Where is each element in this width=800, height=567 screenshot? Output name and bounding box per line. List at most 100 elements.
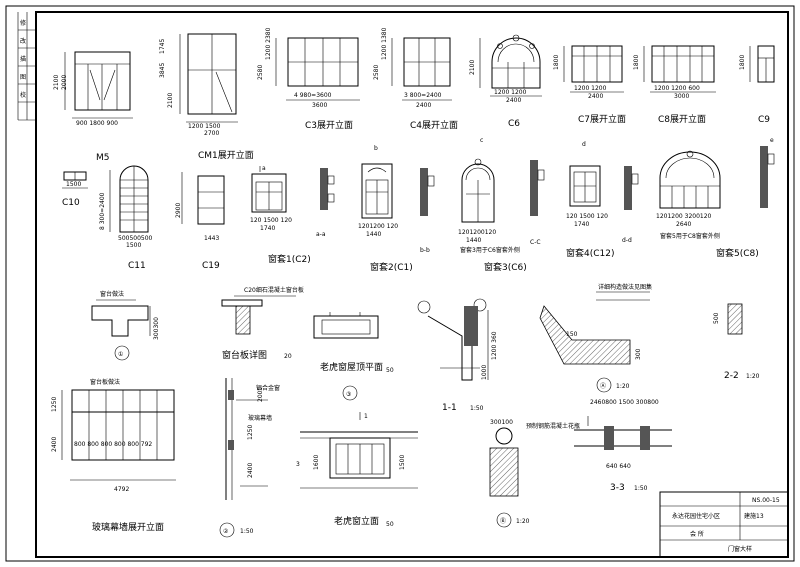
- d2-dim-h3: 2400: [247, 463, 254, 478]
- m5-dim-h1: 2100: [53, 75, 60, 90]
- c7-dim-h: 1800: [553, 55, 560, 70]
- tb-drawing-no: NS.00-15: [752, 497, 780, 504]
- margin-label-5: 校: [20, 91, 26, 99]
- c9-dim-h: 1800: [739, 55, 746, 70]
- c19-dim-w: 1443: [204, 235, 219, 242]
- wt1-label-a: a: [262, 165, 266, 172]
- tb-project: 永达花园住宅小区: [672, 512, 720, 520]
- wt2-dim-w: 1201200 120: [358, 223, 398, 230]
- s33-scale: 1:50: [634, 485, 648, 492]
- c11-dim-w: 500500500: [118, 235, 153, 242]
- c4-title: C4展开立面: [410, 119, 458, 131]
- wt2-title: 窗套2(C1): [370, 261, 413, 273]
- window-surround-4: d 120 1500 120 1740 d-d: [566, 141, 639, 244]
- cm1-dim-h: 3845: [159, 63, 166, 78]
- tb-sheet-index: 建施13: [744, 512, 764, 520]
- c19-elevation: 2900 1443: [175, 172, 225, 242]
- d1-dim-h: 300300: [153, 317, 160, 340]
- wt4-label-d: d: [582, 141, 586, 148]
- c4-dim-w1: 3 800=2400: [404, 92, 442, 99]
- cm1-dim-w1: 1200 1500: [188, 123, 221, 130]
- c8-elevation: 1800 1200 1200 600 3000: [633, 45, 716, 100]
- s11-dim-h2: 1000: [481, 365, 488, 380]
- wt5-dim-w: 1201200 3200120: [656, 213, 712, 220]
- sill-title: 窗台板详图: [222, 349, 267, 361]
- m5-dim-w: 900 1800 900: [76, 120, 118, 127]
- c8-dim-h: 1800: [633, 55, 640, 70]
- wt4-dim-w: 120 1500 120: [566, 213, 608, 220]
- c3-elevation: 1200 2380 2580 4 980=3600 3600: [257, 27, 360, 109]
- c7-dim-w: 1200 1200: [574, 85, 607, 92]
- c11-dim-w2: 1500: [126, 242, 141, 249]
- s33-dim-w2: 640 640: [606, 463, 631, 470]
- wt3-dim-w: 1201200120: [458, 229, 496, 236]
- c3-dim-hb: 2580: [257, 65, 264, 80]
- c3-dim-w1: 4 980=3600: [294, 92, 332, 99]
- window-surround-5: 1201200 3200120 2640 窗套5用于C8窗套外侧 e: [656, 137, 775, 240]
- sec-bb-label: b-b: [420, 247, 430, 254]
- d1-note: 窗台做法: [100, 290, 124, 298]
- c4-dim-w2: 2400: [416, 102, 431, 109]
- c3-dim-w2: 3600: [312, 102, 327, 109]
- da-mark: Ⓐ: [600, 382, 606, 390]
- c10-elevation: 1500: [62, 171, 88, 189]
- curtain-note: 窗台板做法: [90, 378, 120, 386]
- cm1-elevation: 3845 1745 2100 1200 1500 2700: [159, 33, 238, 137]
- c6-dim-w2: 2400: [506, 97, 521, 104]
- tb-sheet-title: 门窗大样: [728, 545, 752, 553]
- m5-dim-h2: 2000: [61, 75, 68, 90]
- c10-title: C10: [62, 198, 80, 208]
- sill-scale: 20: [284, 353, 292, 360]
- section-1-1: 1200 360 1000 1-1 1:50: [417, 298, 498, 413]
- wt1-title: 窗套1(C2): [268, 253, 311, 265]
- dormer-mark-1: 1: [364, 413, 368, 420]
- sec-aa-label: a-a: [316, 231, 326, 238]
- dormer-plan-scale: 50: [386, 367, 394, 374]
- wt4-dim-w2: 1740: [574, 221, 589, 228]
- c19-dim-h: 2900: [175, 203, 182, 218]
- dormer-elev-scale: 50: [386, 521, 394, 528]
- s11-scale: 1:50: [470, 405, 484, 412]
- sill-note: C20细石混凝土窗台板: [244, 286, 304, 294]
- wt4-title: 窗套4(C12): [566, 247, 615, 259]
- d1-mark: ①: [118, 351, 123, 358]
- curtain-dim-h1: 1250: [51, 397, 58, 412]
- d2-dim-h1: 2000: [257, 387, 264, 402]
- c10-dim-w: 1500: [66, 181, 81, 188]
- s33-dim-w: 2460800 1500 300800: [590, 399, 659, 406]
- window-surround-2: b 1201200 120 1440 b-b: [358, 145, 435, 254]
- detail-1: 窗台做法 300300 ①: [91, 290, 160, 361]
- detail-b: 300100 预制钢筋混凝土花瓶 Ⓑ 1:20: [489, 419, 580, 528]
- c6-dim-h: 2100: [469, 60, 476, 75]
- c6-dim-w: 1200 1200: [494, 89, 527, 96]
- sill-detail: C20细石混凝土窗台板 窗台板详图 20: [221, 286, 304, 361]
- wt3-title: 窗套3(C6): [484, 261, 527, 273]
- cm1-dim-h3: 2100: [167, 93, 174, 108]
- s22-scale: 1:20: [746, 373, 760, 380]
- c4-elevation: 1200 1380 2580 3 800=2400 2400: [373, 27, 452, 109]
- tb-building: 会 所: [690, 530, 704, 538]
- c11-title: C11: [128, 261, 146, 271]
- c6-title: C6: [508, 119, 520, 129]
- d3-mark: ③: [346, 391, 351, 398]
- dormer-elev-title: 老虎窗立面: [334, 515, 379, 527]
- wt2-dim-w2: 1440: [366, 231, 381, 238]
- c11-elevation: 8 300=2400 500500500 1500: [99, 165, 153, 249]
- margin-label-4: 图: [20, 74, 26, 81]
- detail-a: 详细构造做法见图集 150 300 Ⓐ 1:20: [539, 283, 652, 393]
- c7-title: C7展开立面: [578, 113, 626, 125]
- d2-note2: 玻璃幕墙: [248, 414, 272, 422]
- m5-title: M5: [96, 153, 110, 163]
- wt5-dim-w2: 2640: [676, 221, 691, 228]
- db-scale: 1:20: [516, 518, 530, 525]
- curtain-wall-elevation: 窗台板做法 1250 2400 800 800 800 800 800 792 …: [51, 378, 176, 493]
- curtain-dim-w2: 4792: [114, 486, 129, 493]
- c3-dim-h: 1200 2380: [265, 27, 272, 60]
- wt5-note: 窗套5用于C8窗套外侧: [660, 232, 720, 240]
- wt5-title: 窗套5(C8): [716, 247, 759, 259]
- window-surround-3: c 1201200120 1440 窗套3用于C6窗套外侧 C-C: [458, 137, 545, 254]
- db-mark: Ⓑ: [500, 517, 506, 525]
- drawing-frame: [35, 11, 789, 558]
- dormer-dim-h2: 1500: [399, 455, 406, 470]
- window-surround-1: a 120 1500 120 1740 a-a: [250, 165, 335, 238]
